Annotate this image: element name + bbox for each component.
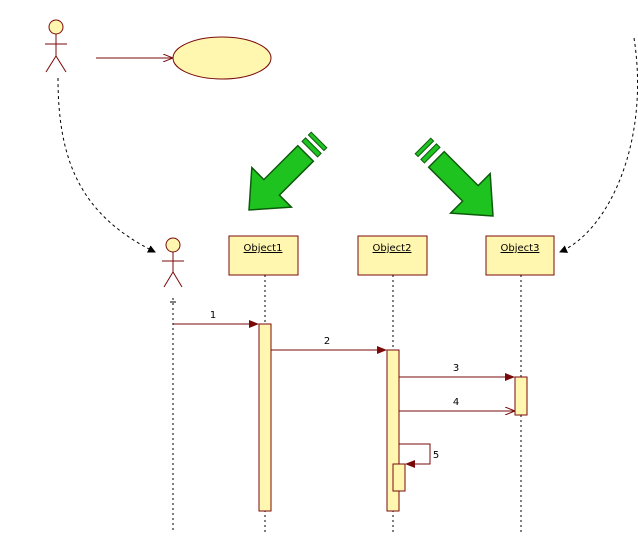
message-label-2: 2 [324, 336, 330, 347]
object-box-1[interactable]: Object1 [228, 235, 299, 276]
message-label-5: 5 [433, 450, 439, 461]
message-label-4: 4 [453, 397, 459, 408]
top-actor-icon[interactable] [45, 19, 67, 73]
big-green-arrow-icon [414, 137, 494, 217]
trace-link-right[interactable] [559, 37, 638, 253]
activation-bar[interactable] [258, 323, 272, 512]
big-green-arrow-icon [248, 131, 328, 211]
activation-bar[interactable] [514, 376, 528, 416]
sequence-actor-icon[interactable] [162, 237, 184, 288]
object-label: Object1 [244, 243, 283, 254]
activation-bar[interactable] [392, 463, 406, 492]
object-box-3[interactable]: Object3 [485, 235, 555, 276]
object-box-2[interactable]: Object2 [357, 235, 428, 276]
message-arrow-5[interactable] [399, 443, 431, 468]
use-case-ellipse-icon[interactable] [172, 36, 272, 80]
trace-link-left[interactable] [57, 77, 156, 253]
message-label-1: 1 [210, 310, 216, 321]
object-label: Object3 [501, 243, 540, 254]
message-label-3: 3 [453, 363, 459, 374]
object-label: Object2 [373, 243, 412, 254]
